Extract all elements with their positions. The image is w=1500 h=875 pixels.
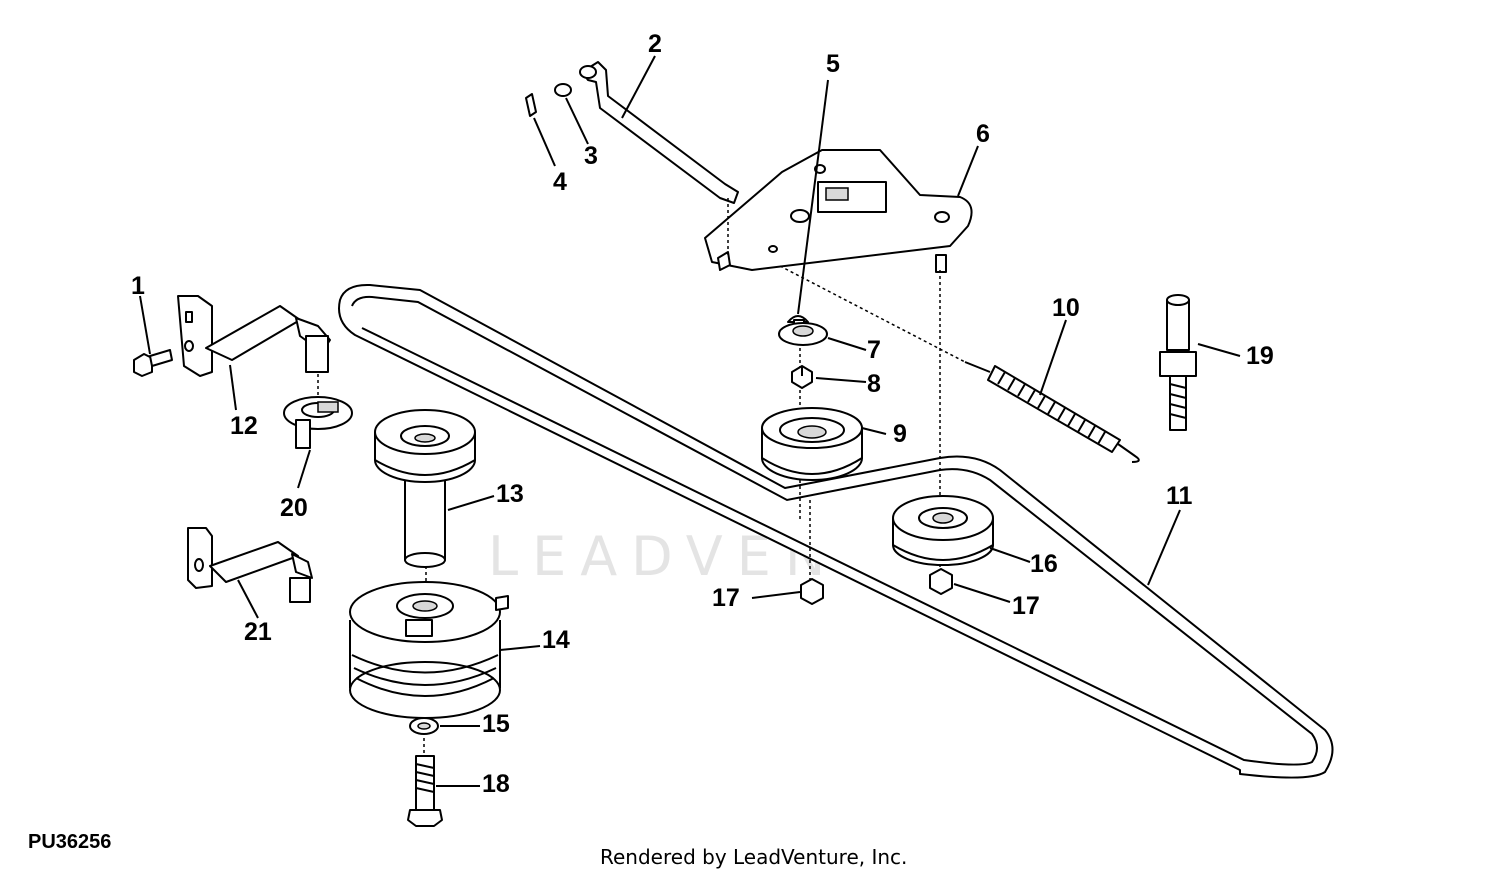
idler-pulley-flat: [761, 407, 863, 481]
callout-17-right: 17: [1012, 592, 1040, 620]
shoulder-stud: [1159, 294, 1197, 431]
callout-19: 19: [1246, 342, 1274, 370]
washer: [554, 83, 572, 97]
callout-21: 21: [244, 618, 272, 646]
wire-retainer: [283, 396, 353, 449]
callout-10: 10: [1052, 294, 1080, 322]
control-rod: [579, 61, 739, 204]
washer: [409, 717, 439, 735]
callout-5: 5: [826, 50, 840, 78]
callout-7: 7: [867, 336, 881, 364]
idler-bracket: [704, 149, 973, 273]
callout-20: 20: [280, 494, 308, 522]
callout-9: 9: [893, 420, 907, 448]
callout-1: 1: [131, 272, 145, 300]
cap-screw: [133, 349, 173, 377]
callout-16: 16: [1030, 550, 1058, 578]
electric-pto-clutch: [349, 581, 509, 719]
mounting-bracket: [177, 295, 331, 377]
callout-14: 14: [542, 626, 570, 654]
callout-15: 15: [482, 710, 510, 738]
callout-8: 8: [867, 370, 881, 398]
leader-lines: [139, 55, 1241, 787]
extension-spring: [964, 361, 1140, 463]
hex-nut: [800, 578, 824, 605]
callout-6: 6: [976, 120, 990, 148]
switch-bracket: [187, 527, 313, 603]
callout-11: 11: [1166, 482, 1193, 510]
drive-belt: [338, 283, 1334, 779]
drive-pulley: [374, 409, 476, 568]
callout-13: 13: [496, 480, 524, 508]
cotter-pin: [525, 93, 537, 117]
callout-18: 18: [482, 770, 510, 798]
callout-2: 2: [648, 30, 662, 58]
callout-3: 3: [584, 142, 598, 170]
figure-id: PU36256: [28, 831, 111, 853]
flanged-bushing: [778, 322, 828, 346]
hex-nut: [791, 365, 813, 389]
render-credit: Rendered by LeadVenture, Inc.: [600, 845, 907, 869]
idler-pulley-v: [892, 495, 994, 566]
callout-17-left: 17: [712, 584, 740, 612]
callouts: 1 2 3 4 5 6 7 8 9 10 11 12 13 14 15 16 1…: [131, 30, 1274, 798]
callout-4: 4: [553, 168, 567, 196]
hex-nut: [929, 568, 953, 595]
hex-bolt: [407, 755, 443, 827]
callout-12: 12: [230, 412, 258, 440]
